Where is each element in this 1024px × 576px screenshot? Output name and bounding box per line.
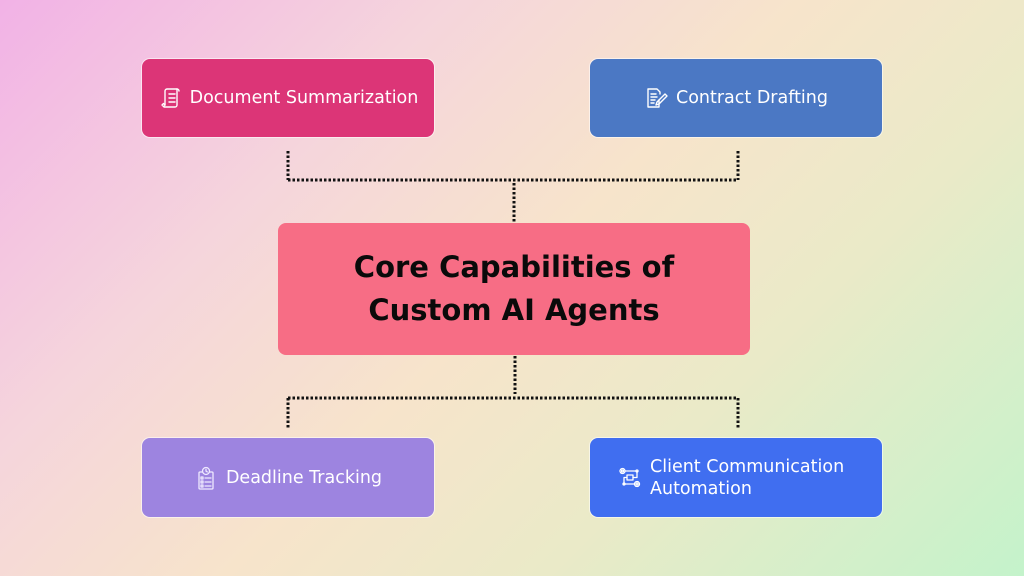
clipboard-clock-icon — [194, 466, 218, 490]
central-topic-title: Core Capabilities of Custom AI Agents — [353, 250, 675, 327]
node-contract-drafting: Contract Drafting — [590, 59, 882, 137]
node-label: Contract Drafting — [675, 88, 828, 108]
node-deadline-tracking: Deadline Tracking — [142, 438, 434, 517]
document-pen-icon — [644, 86, 668, 110]
node-document-summarization: Document Summarization — [142, 59, 434, 137]
node-label: Client Communication Automation — [650, 456, 845, 499]
document-scroll-icon — [158, 86, 182, 110]
node-client-communication-automation: Client Communication Automation — [590, 438, 882, 517]
node-label: Document Summarization — [189, 88, 419, 108]
central-topic: Core Capabilities of Custom AI Agents — [278, 223, 750, 355]
node-label: Deadline Tracking — [225, 467, 383, 488]
workflow-gears-icon — [618, 466, 642, 490]
